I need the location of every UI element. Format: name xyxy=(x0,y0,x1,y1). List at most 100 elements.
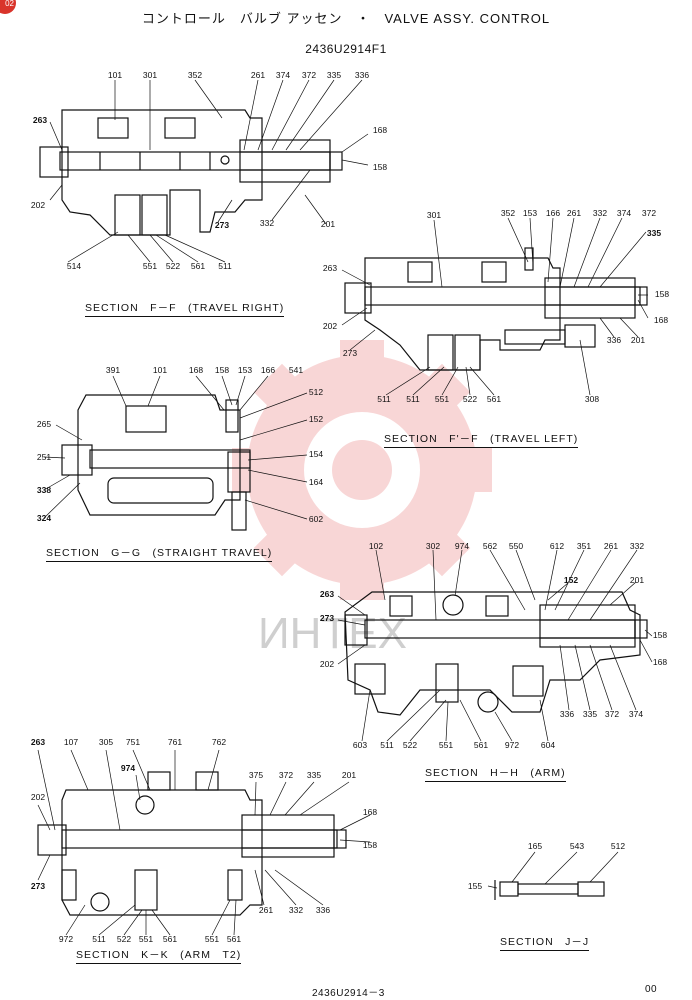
part-label: 372 xyxy=(278,770,294,780)
part-label: 335 xyxy=(582,709,598,719)
part-label: 152 xyxy=(563,575,579,585)
part-label: 551 xyxy=(438,740,454,750)
part-label: 153 xyxy=(522,208,538,218)
part-label: 165 xyxy=(527,841,543,851)
part-label: 762 xyxy=(211,737,227,747)
part-label: 372 xyxy=(641,208,657,218)
part-label: 166 xyxy=(260,365,276,375)
part-label: 158 xyxy=(372,162,388,172)
part-label: 351 xyxy=(576,541,592,551)
part-label: 263 xyxy=(319,589,335,599)
drawing-number: 2436U2914F1 xyxy=(305,42,387,56)
part-label: 201 xyxy=(341,770,357,780)
part-label: 603 xyxy=(352,740,368,750)
part-label: 265 xyxy=(36,419,52,429)
part-label: 602 xyxy=(308,514,324,524)
part-label: 301 xyxy=(142,70,158,80)
part-label: 512 xyxy=(610,841,626,851)
part-label: 202 xyxy=(30,200,46,210)
part-label: 335 xyxy=(306,770,322,780)
part-label: 168 xyxy=(188,365,204,375)
part-label: 522 xyxy=(402,740,418,750)
part-label: 336 xyxy=(559,709,575,719)
part-label: 273 xyxy=(342,348,358,358)
part-label: 301 xyxy=(426,210,442,220)
part-label: 332 xyxy=(629,541,645,551)
part-label: 612 xyxy=(549,541,565,551)
part-label: 550 xyxy=(508,541,524,551)
part-label: 352 xyxy=(187,70,203,80)
part-label: 375 xyxy=(248,770,264,780)
part-label: 551 xyxy=(138,934,154,944)
part-label: 261 xyxy=(566,208,582,218)
part-label: 372 xyxy=(301,70,317,80)
part-label: 158 xyxy=(652,630,668,640)
part-label: 201 xyxy=(629,575,645,585)
part-label: 972 xyxy=(504,740,520,750)
section-gg-caption: SECTION G－G (STRAIGHT TRAVEL) xyxy=(46,545,273,562)
part-label: 374 xyxy=(628,709,644,719)
part-label: 604 xyxy=(540,740,556,750)
section-jj-caption: SECTION J－J xyxy=(500,934,590,951)
part-label: 164 xyxy=(308,477,324,487)
part-label: 561 xyxy=(486,394,502,404)
part-label: 541 xyxy=(288,365,304,375)
part-label: 158 xyxy=(214,365,230,375)
part-label: 374 xyxy=(616,208,632,218)
watermark-text: ИНТЕХ xyxy=(258,609,407,658)
part-label: 155 xyxy=(467,881,483,891)
part-label: 273 xyxy=(30,881,46,891)
part-label: 561 xyxy=(190,261,206,271)
part-label: 522 xyxy=(165,261,181,271)
part-label: 168 xyxy=(653,315,669,325)
section-jj-drawing xyxy=(494,880,605,900)
section-gg-drawing xyxy=(61,394,251,531)
part-label: 302 xyxy=(425,541,441,551)
leader-lines xyxy=(37,79,653,936)
part-label: 512 xyxy=(308,387,324,397)
part-label: 511 xyxy=(377,394,391,404)
page-number: 00 xyxy=(645,984,658,995)
part-label: 153 xyxy=(237,365,253,375)
section-f2f-drawing xyxy=(344,247,648,371)
part-label: 308 xyxy=(584,394,600,404)
part-label: 202 xyxy=(319,659,335,669)
part-label: 168 xyxy=(652,657,668,667)
part-label: 168 xyxy=(362,807,378,817)
page-title: コントロール バルブ アッセン ・ VALVE ASSY. CONTROL xyxy=(141,11,551,26)
page-code: 2436U2914－3 xyxy=(312,988,385,999)
part-label: 335 xyxy=(326,70,342,80)
part-label: 562 xyxy=(482,541,498,551)
part-label: 336 xyxy=(606,335,622,345)
part-label: 974 xyxy=(454,541,470,551)
part-label: 511 xyxy=(92,934,106,944)
part-label: 168 xyxy=(372,125,388,135)
section-kk-caption: SECTION K－K (ARM T2) xyxy=(76,947,242,964)
part-label: 154 xyxy=(308,449,324,459)
section-hh-drawing xyxy=(344,591,648,716)
section-ff-caption: SECTION F－F (TRAVEL RIGHT) xyxy=(85,300,285,317)
corner-marker: 02 xyxy=(0,0,16,14)
part-label: 263 xyxy=(32,115,48,125)
part-label: 152 xyxy=(308,414,324,424)
part-label: 551 xyxy=(434,394,450,404)
part-label: 372 xyxy=(604,709,620,719)
part-label: 201 xyxy=(320,219,336,229)
part-label: 561 xyxy=(226,934,242,944)
part-label: 273 xyxy=(319,613,335,623)
part-label: 561 xyxy=(162,934,178,944)
part-label: 107 xyxy=(63,737,79,747)
part-label: 391 xyxy=(105,365,121,375)
part-label: 273 xyxy=(214,220,230,230)
part-label: 543 xyxy=(569,841,585,851)
part-label: 166 xyxy=(545,208,561,218)
part-label: 202 xyxy=(322,321,338,331)
part-label: 261 xyxy=(250,70,266,80)
part-label: 335 xyxy=(646,228,662,238)
section-kk-drawing xyxy=(37,771,347,916)
part-label: 522 xyxy=(462,394,478,404)
part-label: 101 xyxy=(152,365,168,375)
part-label: 374 xyxy=(275,70,291,80)
part-label: 974 xyxy=(120,763,136,773)
part-label: 511 xyxy=(218,261,232,271)
